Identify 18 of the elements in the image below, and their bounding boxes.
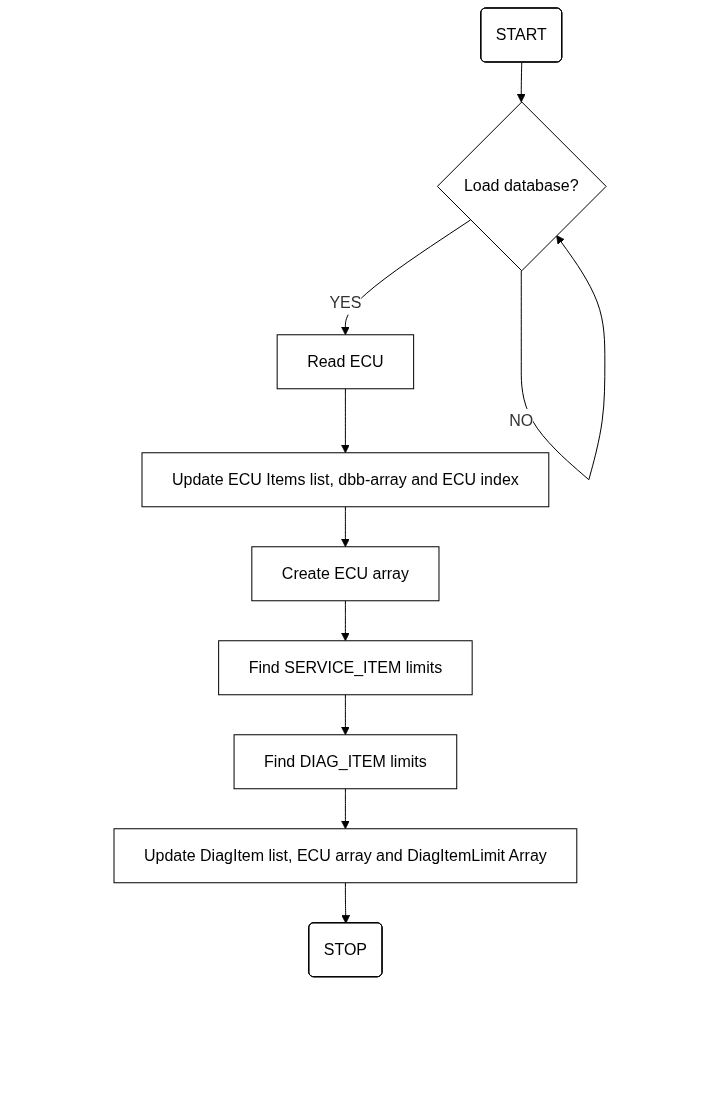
node-box: Update DiagItem list, ECU array and DiagItemLimit Array xyxy=(113,828,578,884)
node-box: Create ECU array xyxy=(251,546,440,602)
arrow xyxy=(517,62,527,103)
node-box: Update ECU Items list, dbb-array and ECU index xyxy=(141,452,550,508)
arrow xyxy=(341,506,351,548)
edge-label: NO xyxy=(509,411,534,429)
node-diamond: Load database? xyxy=(437,101,608,272)
node-box: Find SERVICE_ITEM limits xyxy=(218,640,474,696)
arrow xyxy=(341,788,351,830)
edge-label: YES xyxy=(329,293,362,311)
arrow xyxy=(341,882,351,924)
arrow xyxy=(341,388,351,454)
arrow xyxy=(341,219,472,336)
arrow xyxy=(341,600,351,642)
node-box: Read ECU xyxy=(277,334,415,390)
node-box: Find DIAG_ITEM limits xyxy=(234,734,458,790)
arrow xyxy=(521,235,606,481)
arrow xyxy=(341,694,351,736)
